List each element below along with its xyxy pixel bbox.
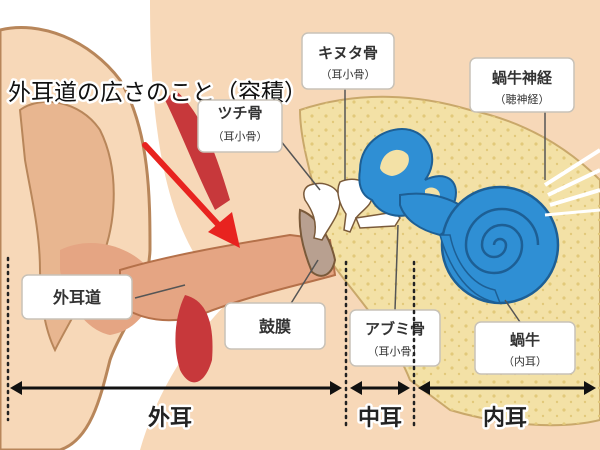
kagyu-name: 蝸牛: [510, 331, 540, 349]
tsuchi-name: ツチ骨: [217, 104, 262, 122]
leader-komaku: [289, 259, 319, 306]
label-tsuchi: ツチ骨 （耳小骨）: [197, 99, 283, 153]
label-gaijido: 外耳道: [21, 274, 133, 320]
label-kinuta: キヌタ骨 （耳小骨）: [301, 32, 395, 90]
muscle-lower: [175, 295, 213, 383]
section-dividers: [6, 256, 416, 432]
tsuchi-sub: （耳小骨）: [213, 130, 268, 143]
kinuta-sub: （耳小骨）: [321, 68, 376, 81]
section-outer-ear: 外耳: [148, 405, 192, 431]
cochlea-spiral: [464, 207, 540, 275]
abumi-sub: （耳小骨）: [368, 345, 423, 358]
kagyu-shinkei-sub: （聴神経）: [495, 92, 550, 106]
label-kagyu-shinkei: 蝸牛神経 （聴神経）: [469, 57, 575, 113]
leader-lines: [134, 88, 546, 323]
ear-canal: [119, 233, 337, 322]
gaijido-name: 外耳道: [52, 288, 101, 307]
canal-hole-1: [380, 149, 409, 176]
kinuta-name: キヌタ骨: [318, 44, 378, 62]
cochlea-duct: [439, 234, 502, 304]
leader-tsuchi: [279, 139, 321, 191]
komaku-name: 鼓膜: [259, 317, 291, 336]
leader-abumi: [394, 224, 399, 311]
section-arrows: [10, 381, 596, 395]
label-abumi: アブミ骨 （耳小骨）: [349, 309, 441, 367]
label-komaku: 鼓膜: [224, 302, 326, 350]
label-kagyu: 蝸牛 （内耳）: [474, 321, 576, 375]
kagyu-shinkei-name: 蝸牛神経: [492, 69, 553, 87]
leader-kagyu: [504, 299, 521, 323]
section-middle-ear: 中耳: [358, 406, 402, 431]
kagyu-sub: （内耳）: [503, 354, 547, 368]
section-inner-ear: 内耳: [483, 406, 527, 431]
malleus: [303, 182, 341, 241]
leader-gaijido: [134, 284, 186, 299]
inner-ear: [358, 128, 560, 305]
cochlea-body: [440, 185, 560, 305]
muscle-upper: [165, 90, 230, 210]
volume-arrow: [142, 142, 240, 248]
abumi-name: アブミ骨: [365, 320, 425, 338]
cochlear-nerve: [543, 148, 600, 217]
